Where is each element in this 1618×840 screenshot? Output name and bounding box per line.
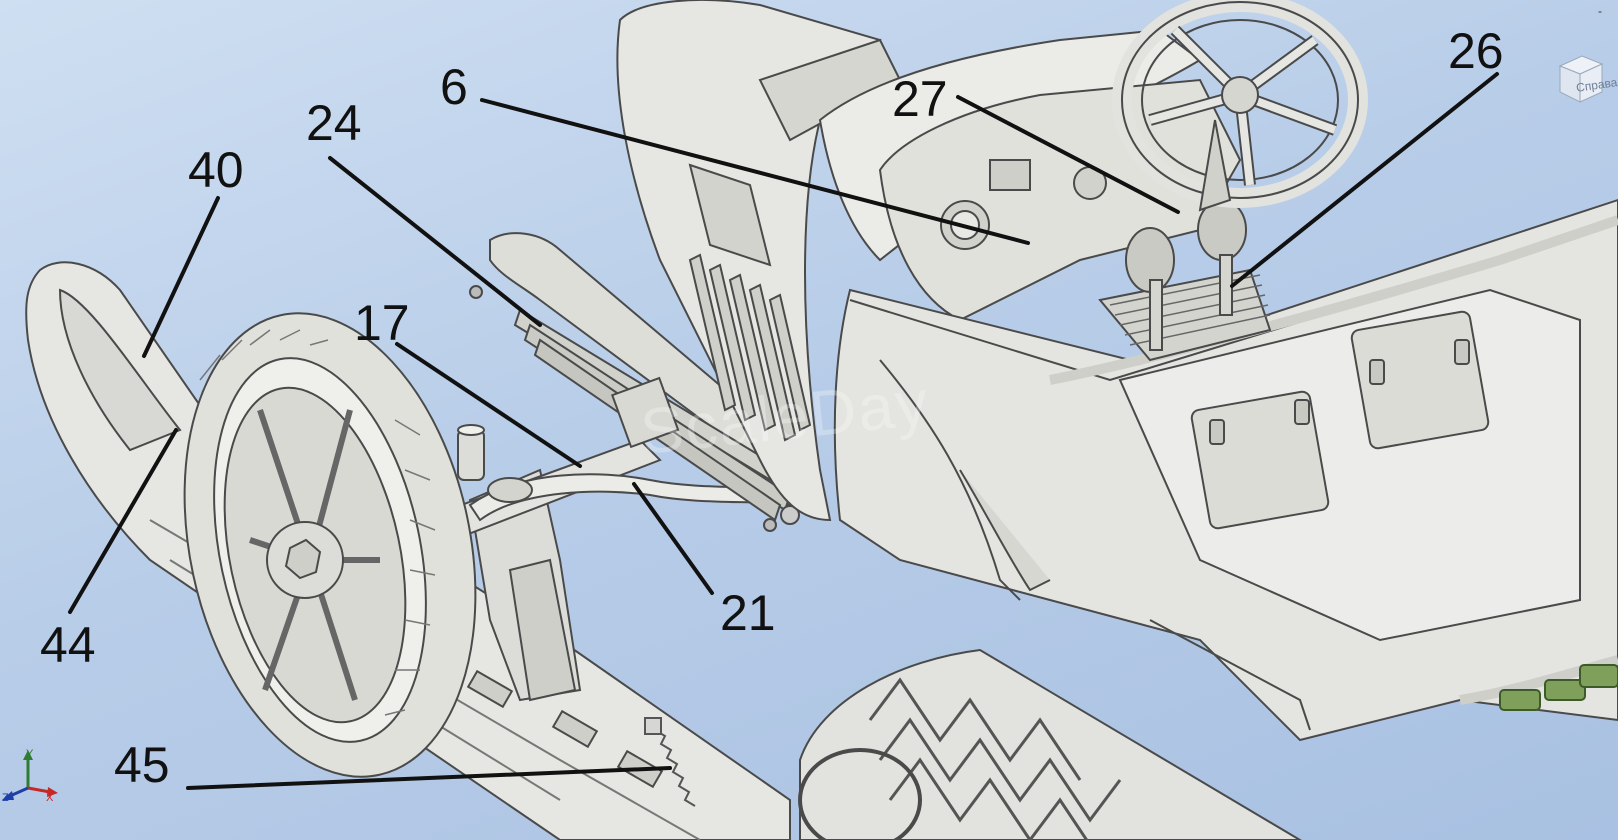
- ski-post: [457, 424, 582, 702]
- leader-24: [328, 156, 542, 327]
- triad-z-label: Z: [2, 792, 9, 804]
- leader-27: [956, 95, 1180, 214]
- car-body: [616, 0, 1618, 742]
- callout-40: 40: [188, 142, 244, 198]
- leader-17: [395, 342, 582, 468]
- axis-triad-icon: [2, 750, 58, 800]
- callout-27: 27: [892, 71, 948, 127]
- leader-6: [480, 98, 1030, 245]
- leader-21: [632, 482, 714, 595]
- callout-21: 21: [720, 585, 776, 641]
- leader-40: [142, 196, 220, 358]
- callout-6: 6: [440, 59, 468, 115]
- callout-17: 17: [354, 295, 410, 351]
- front-wheel: [183, 312, 477, 778]
- callout-leaders: [68, 72, 1499, 790]
- leader-44: [68, 428, 178, 614]
- leaf-spring: [469, 232, 822, 532]
- callout-24: 24: [306, 95, 362, 151]
- leader-26: [1230, 72, 1499, 288]
- steering-wheel: [1112, 0, 1368, 212]
- triad-y-label: Y: [26, 748, 34, 760]
- callout-45: 45: [114, 737, 170, 793]
- callout-44: 44: [40, 617, 96, 673]
- corner-mark: -: [1598, 4, 1602, 18]
- callout-26: 26: [1448, 23, 1504, 79]
- triad-x-label: X: [46, 792, 54, 804]
- viewcube-icon[interactable]: [1552, 52, 1608, 108]
- leader-45: [186, 766, 672, 790]
- rear-track: [798, 648, 1302, 840]
